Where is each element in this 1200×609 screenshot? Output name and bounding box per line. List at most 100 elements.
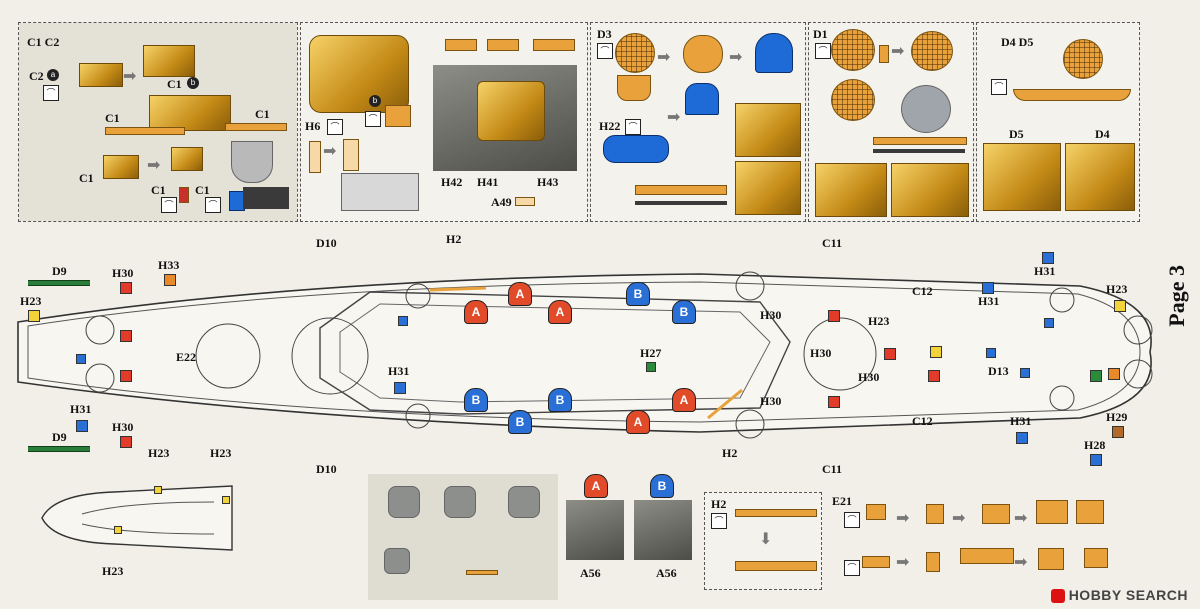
etch-strip-c1-left xyxy=(105,127,185,135)
label-a49: A49 xyxy=(491,195,512,209)
fold-symbol: ⌒ xyxy=(327,119,343,135)
part-h31-right-1-top xyxy=(982,282,994,294)
photo-part-gold xyxy=(309,35,409,113)
part-stern-h23-b xyxy=(222,496,230,504)
label-e21: E21 xyxy=(832,494,853,508)
turret-b: B xyxy=(508,410,532,434)
turret-b: B xyxy=(626,282,650,306)
label-d4-d5: D4 D5 xyxy=(1001,35,1034,49)
photo-bridge-etch xyxy=(477,81,545,141)
fold-symbol: ⌒ xyxy=(625,119,641,135)
label-h29: H29 xyxy=(1106,410,1128,424)
etch-strip-d4-d5 xyxy=(1013,89,1131,101)
dark-strip-h22 xyxy=(635,201,727,205)
etch-part-d1-top xyxy=(831,29,875,71)
label-h33: H33 xyxy=(158,258,180,272)
etch-part-h6-box xyxy=(385,105,411,127)
part-h30-right-4 xyxy=(828,396,840,408)
etch-part-d1-curve xyxy=(879,45,889,63)
arrow-icon: ➡ xyxy=(952,510,966,527)
label-c1-c2: C1 C2 xyxy=(27,35,60,49)
arrow-icon: ➡ xyxy=(896,510,910,527)
etch-strip-h22 xyxy=(635,185,727,195)
gun-photo-b xyxy=(634,500,692,560)
etch-part-e21-4 xyxy=(1036,500,1068,524)
label-h22: H22 xyxy=(599,119,621,133)
arrow-icon: ➡ xyxy=(729,49,743,66)
label-h31-left: H31 xyxy=(70,402,92,416)
label-h31-right-3: H31 xyxy=(1010,414,1032,428)
part-h30-right-3 xyxy=(928,370,940,382)
fold-symbol: ⌒ xyxy=(43,85,59,101)
part-h31-mid xyxy=(394,382,406,394)
arrow-icon: ➡ xyxy=(123,68,137,85)
panel-h2-detail: H2 ⌒ ⬇ xyxy=(704,492,822,590)
label-h27: H27 xyxy=(640,346,662,360)
arrow-icon: ➡ xyxy=(1014,554,1028,571)
label-h30-right-3: H30 xyxy=(858,370,880,384)
label-h2-bottom: H2 xyxy=(722,446,738,460)
label-c1-f: C1 xyxy=(195,183,210,197)
label-d9-bottom: D9 xyxy=(52,430,67,444)
label-c1-d: C1 xyxy=(79,171,94,185)
part-stern-h23-c xyxy=(114,526,122,534)
label-d5: D5 xyxy=(1009,127,1024,141)
step-marker-b: b xyxy=(369,95,381,107)
gun-legend-b: B xyxy=(650,474,674,498)
photo-d5 xyxy=(983,143,1061,211)
part-h31-right-2-deck xyxy=(1044,318,1054,328)
etch-part-d3-base xyxy=(617,75,651,101)
part-h27 xyxy=(646,362,656,372)
etch-part-h6-small xyxy=(309,141,321,173)
panel-h6-h41-h43: b ⌒ H6 ⌒ ➡ H42 H41 H43 A49 xyxy=(300,22,588,222)
etch-part-d1-bottom xyxy=(831,79,875,121)
etch-part-e21-8 xyxy=(960,548,1014,564)
part-h28 xyxy=(1090,454,1102,466)
fold-symbol: ⌒ xyxy=(711,513,727,529)
label-h31-right-1: H31 xyxy=(978,294,1000,308)
label-d9-top: D9 xyxy=(52,264,67,278)
arrow-icon: ➡ xyxy=(896,554,910,571)
photo-d4 xyxy=(1065,143,1135,211)
etch-strip-h2 xyxy=(735,509,817,517)
label-c1-b: C1 xyxy=(105,111,120,125)
step-marker-a: a xyxy=(47,69,59,81)
etch-strip-d9-top xyxy=(28,280,90,286)
label-c1-c: C1 xyxy=(255,107,270,121)
label-c1-a: C1 xyxy=(167,77,182,91)
etch-part-c1-grid xyxy=(149,95,231,131)
stern-diagram xyxy=(41,485,233,551)
part-h31-left xyxy=(76,420,88,432)
part-h30-deck-b xyxy=(120,370,132,382)
part-h22-blue xyxy=(685,83,719,115)
part-h30-deck-a xyxy=(120,330,132,342)
label-stern-h23-c: H23 xyxy=(102,564,124,578)
part-h22-flat xyxy=(603,135,669,163)
panel-d1: D1 ⌒ ➡ xyxy=(808,22,974,222)
part-h30-right-2 xyxy=(884,348,896,360)
label-e22: E22 xyxy=(176,350,197,364)
turret-b: B xyxy=(464,388,488,412)
step-marker-b: b xyxy=(187,77,199,89)
etch-part-e21-1 xyxy=(866,504,886,520)
part-h33 xyxy=(164,274,176,286)
fold-symbol: ⌒ xyxy=(991,79,1007,95)
fold-symbol: ⌒ xyxy=(365,111,381,127)
etch-part-c2 xyxy=(79,63,123,87)
etch-part-e21-3 xyxy=(982,504,1010,524)
etch-part-top-b xyxy=(445,39,477,51)
etch-strip-h2-folded xyxy=(735,561,817,571)
arrow-icon: ➡ xyxy=(1014,510,1028,527)
part-h29 xyxy=(1112,426,1124,438)
photo-d3-mesh-2 xyxy=(735,161,801,215)
gun-turret-photo-2 xyxy=(444,486,476,518)
part-h31-mid-deck xyxy=(398,316,408,326)
label-h30-right-4: H30 xyxy=(760,394,782,408)
gun-legend-a: A xyxy=(584,474,608,498)
label-h42: H42 xyxy=(441,175,463,189)
arrow-icon: ➡ xyxy=(147,157,161,174)
fold-symbol: ⌒ xyxy=(205,197,221,213)
label-c1-e: C1 xyxy=(151,183,166,197)
label-h43: H43 xyxy=(537,175,559,189)
